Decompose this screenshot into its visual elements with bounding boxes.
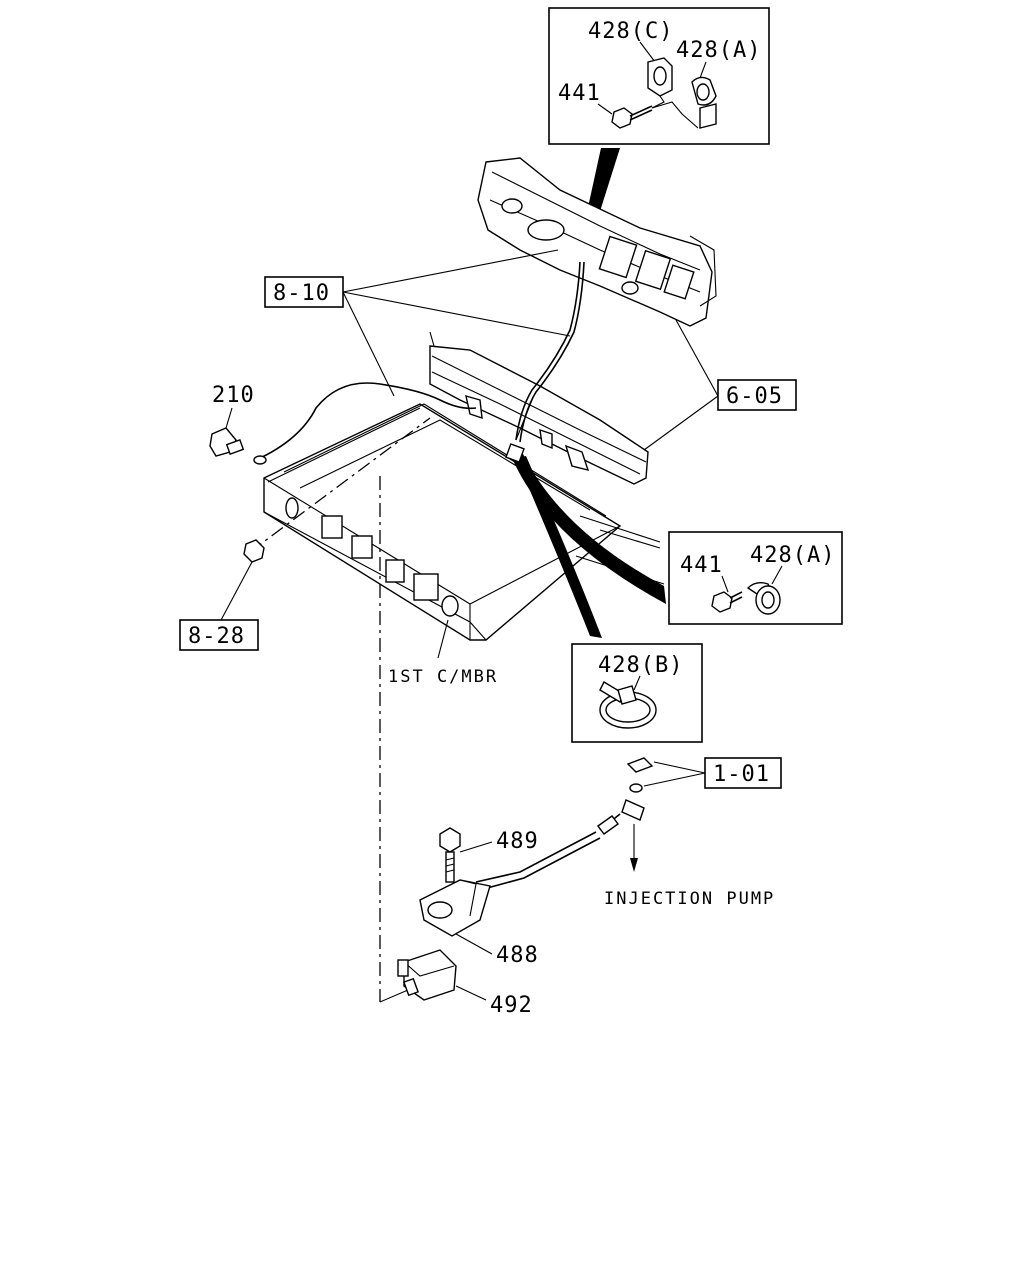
label-441-top: 441	[558, 81, 601, 106]
bolt-441-mid-icon	[711, 591, 743, 613]
label-8-10: 8-10	[273, 281, 330, 306]
label-injection-pump: INJECTION PUMP	[604, 889, 775, 909]
first-crossmember: 1ST C/MBR	[263, 403, 622, 687]
label-441-mid: 441	[680, 553, 723, 578]
detail-box-tie: 428(B)	[571, 643, 703, 743]
bolt-489-icon	[439, 827, 461, 883]
label-1-01: 1-01	[713, 762, 770, 787]
dashline-nut	[249, 417, 431, 553]
cable-tie-428b-icon	[599, 681, 657, 729]
label-489: 489	[496, 829, 539, 854]
pin-icon	[626, 757, 654, 773]
leader-band-mid	[512, 452, 666, 604]
detail-box-clips-mid: 441 428(A)	[668, 531, 843, 625]
rail-line-2	[599, 529, 661, 549]
part-488: 488	[419, 879, 539, 968]
clip-428a-mid-icon	[746, 581, 781, 615]
bumper-crossmember	[429, 331, 649, 485]
ref-8-10: 8-10	[264, 249, 571, 397]
bolt-441-top-icon	[611, 105, 653, 129]
label-1st-cmbr: 1ST C/MBR	[388, 667, 498, 687]
label-8-28: 8-28	[188, 624, 245, 649]
clip-428a-top-icon	[691, 76, 717, 129]
accelerator-cable: INJECTION PUMP	[475, 799, 775, 909]
upper-frame-assembly	[477, 157, 717, 327]
sensor-cable	[255, 382, 477, 461]
cable-upper	[515, 261, 581, 441]
ref-1-01: 1-01	[626, 757, 782, 793]
label-6-05: 6-05	[726, 384, 783, 409]
detail-box-clips-top: 428(C) 428(A) 441	[548, 7, 770, 145]
part-492: 492	[397, 949, 533, 1018]
part-210: 210	[209, 382, 477, 465]
sensor-210-icon	[209, 427, 245, 457]
label-492: 492	[490, 993, 533, 1018]
label-428c: 428(C)	[588, 19, 673, 44]
label-488: 488	[496, 943, 539, 968]
nut-icon	[243, 539, 265, 563]
label-210: 210	[212, 383, 255, 408]
ref-6-05: 6-05	[643, 319, 797, 451]
part-489: 489	[439, 827, 539, 883]
label-428a-mid: 428(A)	[750, 543, 835, 568]
label-428a-top: 428(A)	[676, 38, 761, 63]
cable-clip	[505, 399, 533, 463]
label-428b: 428(B)	[598, 653, 683, 678]
ref-8-28: 8-28	[179, 539, 265, 651]
washer-icon	[629, 783, 643, 793]
clip-428c-icon	[647, 57, 673, 109]
rail-line-1	[579, 515, 661, 543]
leader-band-lower	[516, 456, 602, 638]
